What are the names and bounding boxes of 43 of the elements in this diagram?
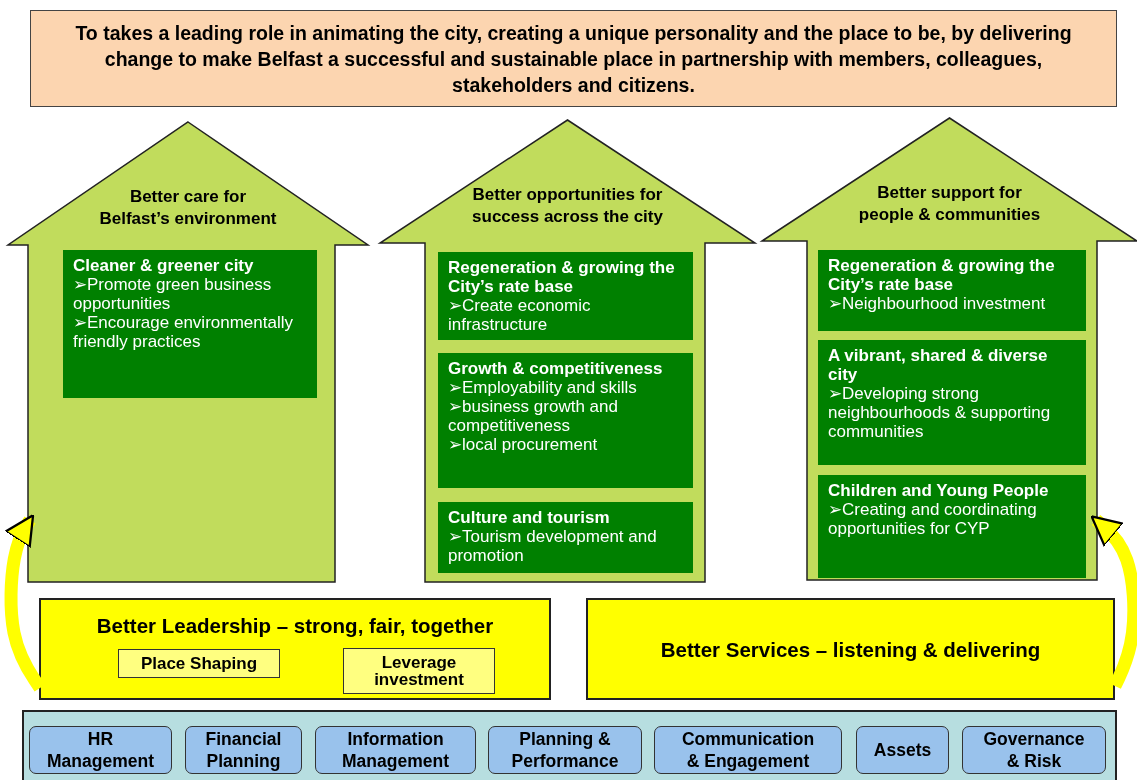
objective-panel [63, 250, 317, 398]
objective-heading: Regeneration & growing the City’s rate base [828, 256, 1056, 294]
theme-heading: Better Leadership – strong, fair, together [95, 614, 495, 638]
function-box: Information Management [315, 726, 476, 774]
pillar-heading: Better care for Belfast’s environment [98, 186, 278, 230]
objective-panel [818, 475, 1086, 578]
bullet-text: ➢Promote green business opportunities [73, 275, 273, 313]
function-box: Communication & Engagement [654, 726, 842, 774]
vision-box [30, 10, 1117, 107]
bullet-text: ➢local procurement [448, 435, 599, 454]
bullet-text: ➢Create economic infrastructure [448, 296, 592, 334]
objective-heading: Cleaner & greener city [73, 256, 255, 275]
objective-panel [818, 340, 1086, 465]
function-box: HR Management [29, 726, 172, 774]
objective-heading: Children and Young People [828, 481, 1050, 500]
bullet-text: ➢Creating and coordinating opportunities for CYP [828, 500, 1038, 538]
bullet-text: ➢Tourism development and promotion [448, 527, 658, 565]
objective-panel [438, 252, 693, 340]
theme-banner [586, 598, 1115, 700]
bullet-text: ➢Encourage environmentally friendly practices [73, 313, 294, 351]
tag-box: Leverage investment [343, 648, 495, 694]
tag-box: Place Shaping [118, 649, 280, 678]
bullet-text: ➢Neighbourhood investment [828, 294, 1047, 313]
pillar-heading: Better support for people & communities [857, 182, 1042, 226]
bullet-text: ➢business growth and competitiveness [448, 397, 619, 435]
objective-heading: Regeneration & growing the City’s rate base [448, 258, 676, 296]
bullet-text: ➢Employability and skills [448, 378, 638, 397]
support-bar [22, 710, 1117, 780]
bullet-text: ➢Developing strong neighbourhoods & supporting communities [828, 384, 1052, 441]
function-box: Governance & Risk [962, 726, 1106, 774]
objective-panel [438, 502, 693, 573]
vision-statement: To takes a leading role in animating the city, creating a unique personality and the place to be, by delivering change to make Belfast a successful and sustainable place in partnership with members, colleagues, stakeholders and citizens. [74, 20, 1073, 98]
function-box: Assets [856, 726, 949, 774]
objective-panel [438, 353, 693, 488]
objective-heading: Growth & competitiveness [448, 359, 664, 378]
objective-heading: A vibrant, shared & diverse city [828, 346, 1049, 384]
function-box: Planning & Performance [488, 726, 642, 774]
objective-panel [818, 250, 1086, 331]
theme-heading: Better Services – listening & delivering [659, 638, 1042, 662]
function-box: Financial Planning [185, 726, 302, 774]
pillar-heading: Better opportunities for success across the city [471, 184, 664, 228]
objective-heading: Culture and tourism [448, 508, 611, 527]
theme-banner [39, 598, 551, 700]
